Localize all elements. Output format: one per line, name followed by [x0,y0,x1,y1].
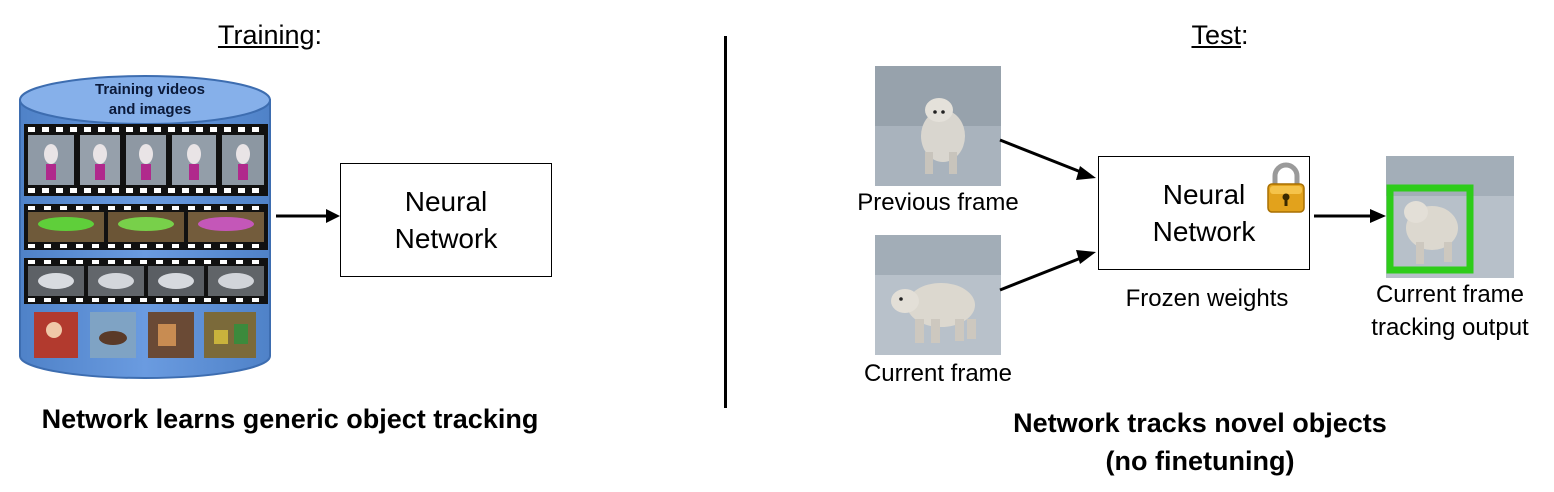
film-strip-lizard [24,204,268,250]
training-neural-network-box: Neural Network [340,163,552,277]
tracking-bounding-box [1386,184,1474,274]
frozen-weights-label: Frozen weights [1125,285,1289,312]
training-network-label-1: Neural [404,186,488,217]
film-strip-cars [24,258,268,304]
still-images [34,312,256,358]
previous-frame-image [875,66,1001,186]
previous-frame-label: Previous frame [857,189,1019,216]
film-strips [24,124,268,358]
training-network-label-2: Network [394,223,498,254]
training-arrow [276,209,340,223]
current-frame-label: Current frame [863,360,1013,387]
test-network-label-2: Network [1152,216,1256,247]
current-frame-image [875,235,1001,355]
training-caption: Network learns generic object tracking [41,404,539,434]
training-heading: Training: [217,20,323,50]
test-caption: Network tracks novel objects (no finetun… [1013,408,1387,476]
test-network-label-1: Neural [1162,179,1246,210]
output-arrow [1314,209,1386,223]
lock-icon [1267,162,1305,213]
tracking-output-image [1386,156,1514,278]
input-arrows [999,138,1096,292]
film-strip-dancer [24,124,268,196]
tracking-output-label: Current frame tracking output [1371,281,1529,341]
section-divider [724,36,727,408]
test-heading: Test: [1191,20,1249,50]
database-label: Training videos and images [94,81,206,118]
